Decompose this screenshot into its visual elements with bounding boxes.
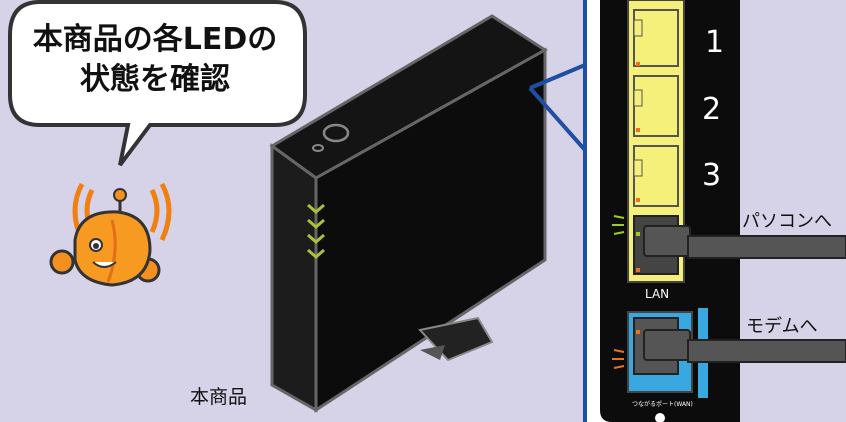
product-label: 本商品	[190, 386, 248, 408]
port-number-2: 2	[702, 92, 722, 127]
lan-label: LAN	[645, 287, 670, 301]
lan-port-1	[633, 9, 679, 67]
mascot-character-icon	[49, 182, 172, 287]
lan-port-3	[633, 145, 679, 207]
to-modem-label: モデムへ	[746, 316, 818, 337]
to-pc-label: パソコンへ	[742, 211, 832, 232]
lan-port-2	[633, 75, 679, 137]
led-indicator-wan	[612, 349, 625, 369]
bubble-line-2: 状態を確認	[80, 62, 230, 97]
speech-bubble	[8, 0, 307, 167]
wan-port-label: つながるポート(WAN)	[632, 401, 693, 408]
pc-cable	[687, 235, 846, 259]
port-number-3: 3	[702, 158, 722, 193]
front-led-indicators	[307, 203, 325, 259]
back-panel-closeup	[583, 0, 846, 422]
led-indicator-lan4	[612, 215, 625, 235]
router-device	[269, 14, 548, 413]
port-number-1: 1	[705, 25, 725, 60]
modem-cable	[687, 339, 846, 363]
bubble-line-1: 本商品の各LEDの	[32, 22, 278, 57]
speech-bubble-text: 本商品の各LEDの 状態を確認	[10, 20, 300, 100]
